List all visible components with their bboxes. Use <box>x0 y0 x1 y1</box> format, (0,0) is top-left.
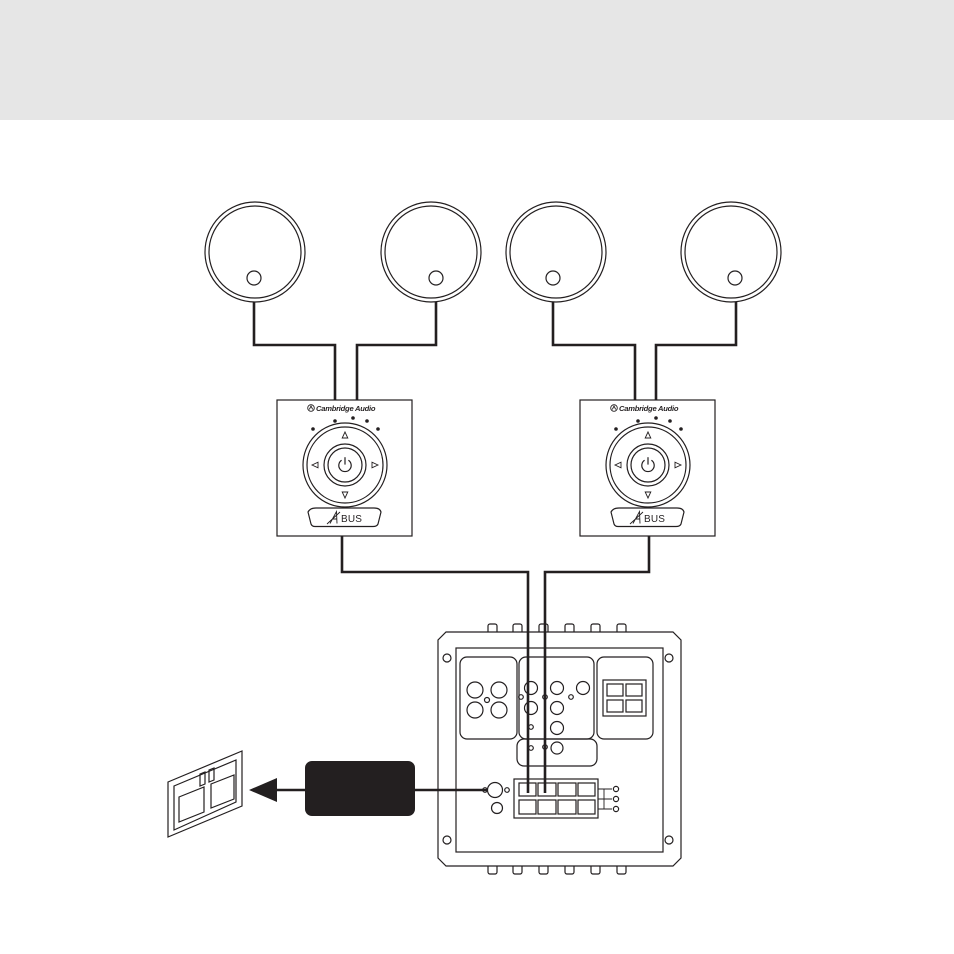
speaker-1 <box>205 202 305 302</box>
brand-label: Cambridge Audio <box>619 404 679 413</box>
led-dot <box>351 416 355 420</box>
speaker-outer-ring <box>506 202 606 302</box>
led-dot <box>333 419 337 423</box>
led-dot <box>365 419 369 423</box>
led-dot <box>679 427 683 431</box>
socket-plate <box>168 751 242 837</box>
bus-label: BUS <box>341 514 362 525</box>
left-arrow-icon <box>249 778 277 802</box>
speaker-3 <box>506 202 606 302</box>
wall-socket-icon <box>168 751 242 837</box>
led-dot <box>636 419 640 423</box>
speaker-cable-3 <box>553 302 635 400</box>
speaker-outer-ring <box>205 202 305 302</box>
power-supply-unit <box>305 761 415 816</box>
cambridge-audio-logo: Cambridge Audio <box>611 404 679 413</box>
keypad-2: Cambridge Audio BUS <box>580 400 715 536</box>
hub-unit <box>438 624 681 874</box>
led-dot <box>614 427 618 431</box>
speaker-2 <box>381 202 481 302</box>
speaker-outer-ring <box>681 202 781 302</box>
speaker-cable-4 <box>656 302 736 400</box>
led-dot <box>376 427 380 431</box>
header-band <box>0 0 954 120</box>
led-dot <box>311 427 315 431</box>
speaker-outer-ring <box>381 202 481 302</box>
led-dot <box>654 416 658 420</box>
brand-label: Cambridge Audio <box>316 404 376 413</box>
speaker-cable-2 <box>357 302 436 400</box>
cambridge-audio-logo: Cambridge Audio <box>308 404 376 413</box>
keypad-1: Cambridge Audio BUS <box>277 400 412 536</box>
speaker-4 <box>681 202 781 302</box>
led-dot <box>668 419 672 423</box>
hub-chassis <box>438 632 681 866</box>
bus-label: BUS <box>644 514 665 525</box>
speaker-cable-1 <box>254 302 335 400</box>
